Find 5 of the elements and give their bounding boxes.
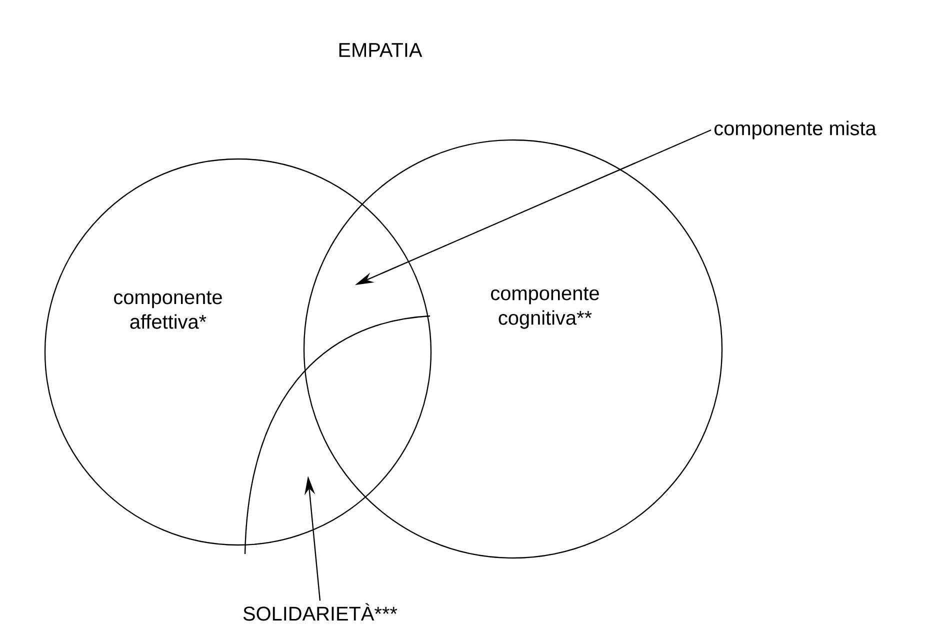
node-label: componente affettiva* — [114, 291, 222, 329]
node-label: componente cognitiva** — [491, 287, 599, 329]
label: SOLIDARIETÀ*** — [243, 603, 398, 621]
title: EMPATIA — [339, 43, 422, 57]
label: componente mista — [714, 120, 876, 140]
